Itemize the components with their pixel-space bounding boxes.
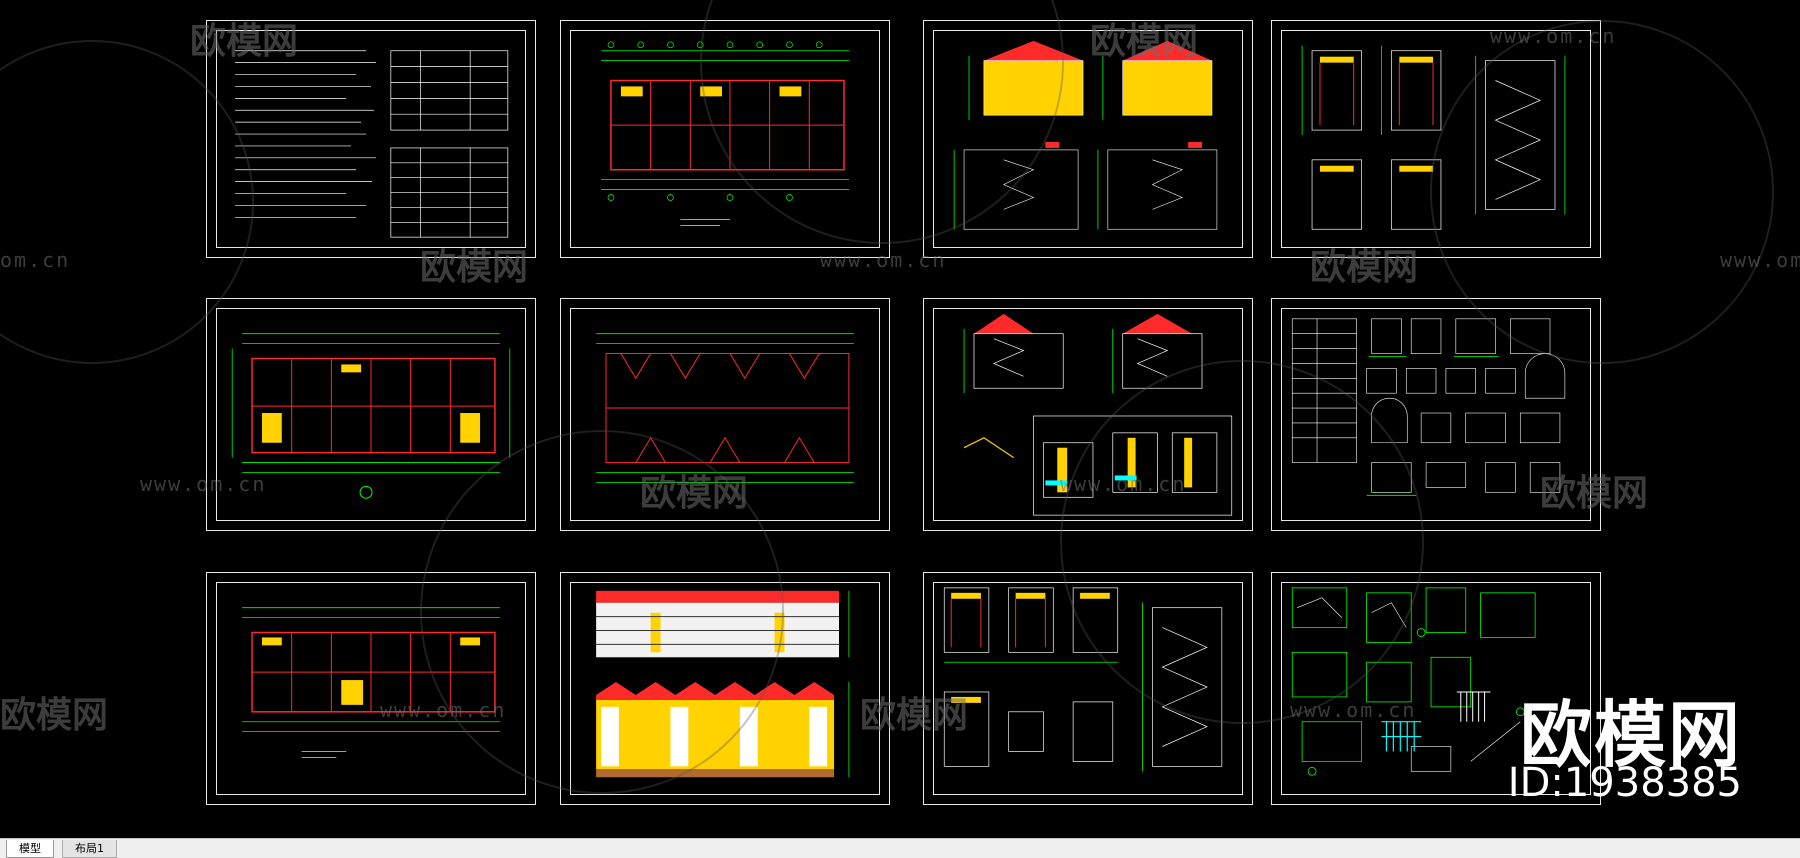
watermark-domain: www.om.cn	[1720, 248, 1800, 272]
drawing-sheet-floor-plan-1[interactable]	[560, 20, 890, 258]
sheet-border	[933, 30, 1243, 248]
tab-model[interactable]: 模型	[6, 840, 54, 858]
cad-model-space[interactable]: 欧模网 欧模网 www.om.cn om.cn 欧模网 www.om.cn 欧模…	[0, 0, 1800, 838]
design-notes-drawing	[235, 50, 509, 238]
door-window-schedule-drawing	[1291, 318, 1566, 496]
model-id-label: ID:1938385	[1507, 760, 1742, 806]
drawing-sheet-roof-plan[interactable]	[560, 298, 890, 531]
elevation-section-drawing	[953, 40, 1218, 230]
drawing-sheet-design-notes[interactable]	[206, 20, 536, 258]
sheet-border	[570, 30, 880, 248]
sheet-border	[216, 30, 526, 248]
section-detail-drawing	[963, 313, 1233, 516]
floor-plan-drawing	[231, 333, 511, 499]
drawing-sheet-door-window-schedule[interactable]	[1271, 298, 1601, 531]
construction-detail-drawing	[1291, 587, 1536, 776]
sheet-border	[933, 308, 1243, 521]
floor-plan-drawing	[601, 41, 849, 226]
tab-layout-1[interactable]: 布局1	[62, 840, 117, 858]
front-elevation-drawing	[596, 590, 850, 778]
sheet-border	[1281, 582, 1591, 795]
sheet-border	[570, 582, 880, 795]
roof-plan-drawing	[596, 333, 854, 483]
drawing-sheet-floor-plan-2[interactable]	[206, 298, 536, 531]
drawing-sheet-sections-details[interactable]	[923, 298, 1253, 531]
stair-detail-drawing	[943, 587, 1223, 772]
sheet-border	[216, 308, 526, 521]
watermark-brand: 欧模网	[0, 695, 109, 736]
drawing-sheet-construction-details[interactable]	[1271, 572, 1601, 805]
sheet-border	[570, 308, 880, 521]
drawing-sheet-floor-plan-3[interactable]	[206, 572, 536, 805]
drawing-sheet-stair-details-1[interactable]	[1271, 20, 1601, 258]
stair-detail-drawing	[1301, 45, 1566, 230]
drawing-sheet-elevations-sections[interactable]	[923, 20, 1253, 258]
drawing-sheet-stair-details-2[interactable]	[923, 572, 1253, 805]
sheet-border	[1281, 308, 1591, 521]
sheet-border	[933, 582, 1243, 795]
brand-logo-text: 欧模网	[1519, 693, 1742, 777]
drawing-sheet-front-elevations[interactable]	[560, 572, 890, 805]
sheet-border	[1281, 30, 1591, 248]
watermark-domain: om.cn	[0, 248, 71, 272]
layout-tab-bar: 模型 布局1	[0, 838, 1800, 858]
sheet-border	[216, 582, 526, 795]
floor-plan-drawing	[242, 607, 500, 758]
